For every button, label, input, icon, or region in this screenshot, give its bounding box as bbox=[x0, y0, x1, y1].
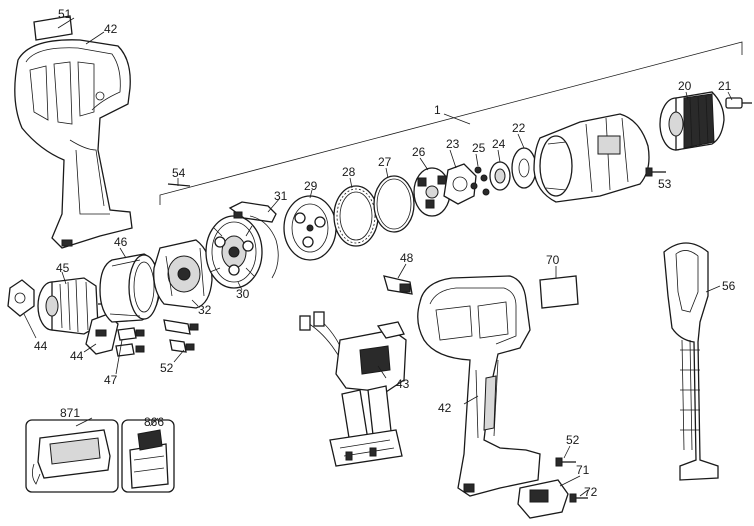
part-29-gear-stage bbox=[283, 195, 337, 261]
part-42-housing-half-right bbox=[417, 275, 541, 497]
callout-72: 72 bbox=[584, 485, 598, 499]
part-21-screw bbox=[725, 97, 752, 109]
part-72-screw bbox=[569, 493, 588, 503]
callout-29: 29 bbox=[304, 179, 318, 193]
part-71-clip bbox=[517, 479, 569, 519]
assembly-bracket-1 bbox=[159, 41, 743, 205]
callout-56: 56 bbox=[722, 279, 736, 293]
leader-lines bbox=[23, 17, 733, 497]
part-46-magnet-sleeve bbox=[99, 253, 161, 323]
callout-866: 866 bbox=[144, 415, 164, 429]
part-51-label bbox=[33, 15, 73, 41]
part-44-brush-holder bbox=[7, 279, 35, 317]
callout-871: 871 bbox=[60, 406, 80, 420]
part-30-gear-carrier bbox=[205, 215, 263, 289]
callout-44-mid: 44 bbox=[70, 349, 84, 363]
callout-45: 45 bbox=[56, 261, 70, 275]
callout-28: 28 bbox=[342, 165, 356, 179]
callout-23: 23 bbox=[446, 137, 460, 151]
part-52-screws bbox=[163, 319, 199, 353]
part-52-screw-right bbox=[555, 457, 576, 467]
callout-51: 51 bbox=[58, 7, 72, 21]
callout-22: 22 bbox=[512, 121, 526, 135]
callout-71: 71 bbox=[576, 463, 590, 477]
part-48-forward-reverse bbox=[383, 275, 413, 295]
callout-42-top: 42 bbox=[104, 22, 118, 36]
part-47-springs bbox=[115, 327, 145, 357]
callout-53: 53 bbox=[658, 177, 672, 191]
callout-26: 26 bbox=[412, 145, 426, 159]
callout-27: 27 bbox=[378, 155, 392, 169]
part-871-charger bbox=[25, 419, 119, 493]
callout-52-right: 52 bbox=[566, 433, 580, 447]
part-53-screw bbox=[645, 167, 666, 177]
part-22-washer bbox=[511, 147, 537, 189]
part-54-pin bbox=[167, 178, 191, 187]
callout-52-mid: 52 bbox=[160, 361, 174, 375]
part-866-battery bbox=[121, 419, 175, 493]
callout-31: 31 bbox=[274, 189, 288, 203]
callout-70: 70 bbox=[546, 253, 560, 267]
callout-44-left: 44 bbox=[34, 339, 48, 353]
callout-46: 46 bbox=[114, 235, 128, 249]
part-23-plate bbox=[443, 163, 477, 205]
callout-20: 20 bbox=[678, 79, 692, 93]
part-20-chuck bbox=[659, 91, 725, 151]
part-25-pins bbox=[470, 166, 490, 196]
callout-1: 1 bbox=[434, 103, 441, 117]
part-31-clip-spring bbox=[228, 201, 279, 279]
callout-48: 48 bbox=[400, 251, 414, 265]
callout-25: 25 bbox=[472, 141, 486, 155]
part-56-side-handle bbox=[663, 242, 719, 481]
part-70-label bbox=[539, 275, 579, 309]
part-gearbox-housing bbox=[533, 113, 650, 203]
callout-24: 24 bbox=[492, 137, 506, 151]
part-32-end-cap bbox=[153, 239, 213, 309]
part-42-housing-half-left bbox=[14, 39, 133, 249]
callout-labels: 51 42 1 20 21 22 23 25 24 26 27 28 29 31… bbox=[34, 7, 736, 499]
callout-42-center: 42 bbox=[438, 401, 452, 415]
part-28-ring-gear bbox=[333, 185, 379, 247]
part-27-o-ring bbox=[373, 175, 415, 233]
callout-47: 47 bbox=[104, 373, 118, 387]
callout-21: 21 bbox=[718, 79, 732, 93]
callout-54: 54 bbox=[172, 166, 186, 180]
callout-30: 30 bbox=[236, 287, 250, 301]
callout-32: 32 bbox=[198, 303, 212, 317]
callout-43: 43 bbox=[396, 377, 410, 391]
part-26-carrier bbox=[413, 167, 451, 217]
part-43-switch-assembly bbox=[299, 311, 407, 467]
part-24-spindle-lock bbox=[489, 161, 511, 191]
